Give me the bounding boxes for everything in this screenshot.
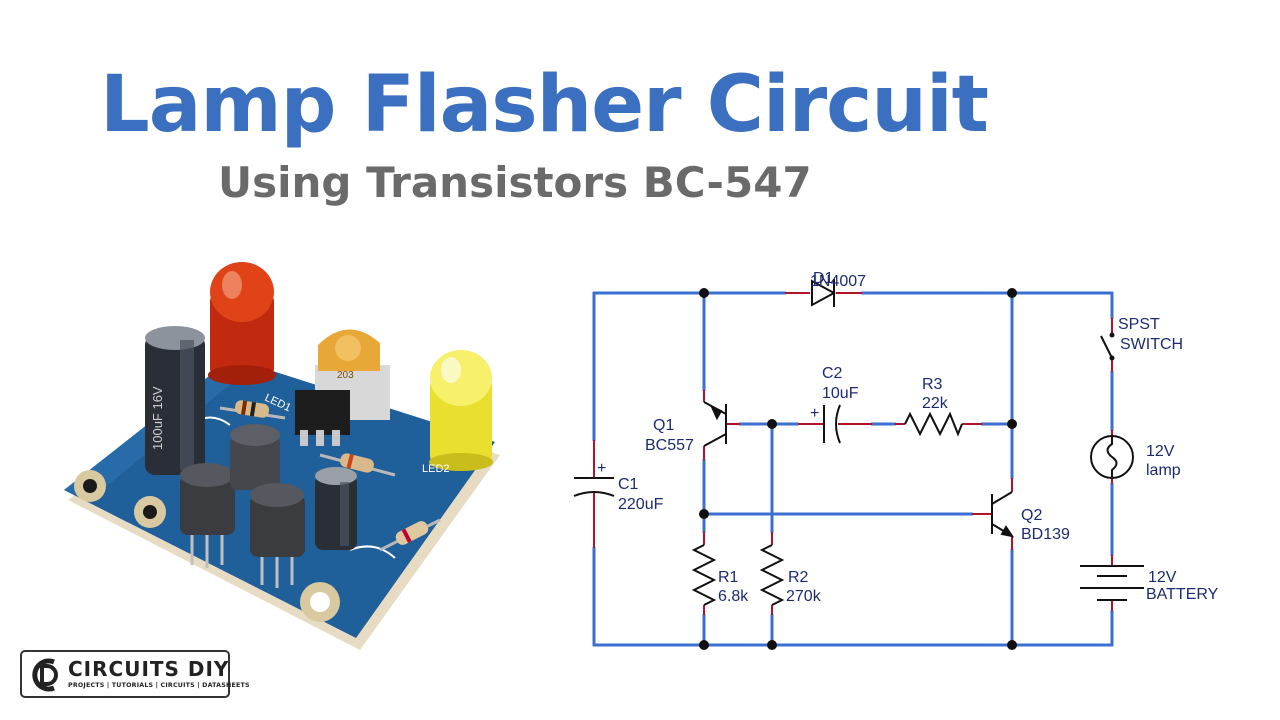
logo-name: CIRCUITS DIY	[68, 657, 230, 681]
transistor-2	[230, 424, 280, 490]
q2-value: BD139	[1021, 526, 1070, 543]
resistor-r2-symbol	[759, 544, 785, 606]
capacitor-marking: 100uF 16V	[150, 386, 165, 450]
regulator-chip	[295, 390, 350, 435]
transistor-3	[250, 483, 305, 588]
c2-value: 10uF	[822, 385, 859, 402]
page-title: Lamp Flasher Circuit	[100, 60, 989, 150]
d1-value: 1N4007	[810, 273, 866, 290]
logo-tagline: PROJECTS | TUTORIALS | CIRCUITS | DATASH…	[68, 682, 250, 689]
resistor-r1-symbol	[691, 544, 717, 606]
c1-value: 220uF	[618, 496, 664, 513]
battery-label-1: 12V	[1148, 569, 1177, 586]
schematic-wires	[592, 291, 1114, 647]
r1-value: 6.8k	[718, 588, 749, 605]
electrolytic-capacitor-small	[315, 467, 357, 550]
d1-ref: D1	[813, 270, 834, 287]
c2-polarity: +	[810, 405, 819, 422]
lamp-label-1: 12V	[1146, 443, 1175, 460]
page-subtitle: Using Transistors BC-547	[218, 158, 812, 207]
r2-value: 270k	[786, 588, 822, 605]
battery-symbol	[1080, 565, 1144, 601]
lamp-symbol	[1090, 435, 1134, 479]
transistor-q2-symbol	[991, 491, 1015, 538]
switch-label-2: SWITCH	[1120, 336, 1183, 353]
capacitor-c1-symbol	[573, 477, 615, 497]
trimmer-marking: 203	[337, 370, 354, 381]
capacitor-c2-symbol	[823, 404, 841, 444]
resistor-r3-symbol	[904, 411, 963, 437]
flasher-board-illustration: 100uF 16V LED1 203 LED2	[64, 262, 500, 650]
r3-ref: R3	[922, 376, 943, 393]
c1-ref: C1	[618, 476, 639, 493]
resistor-mid	[319, 453, 396, 477]
battery-label-2: BATTERY	[1146, 586, 1219, 603]
diode-d1-symbol	[811, 279, 837, 307]
logo-cd-icon	[32, 658, 58, 692]
c1-polarity: +	[597, 460, 606, 477]
r1-ref: R1	[718, 569, 739, 586]
resistor-top	[219, 400, 286, 420]
resistor-right	[379, 518, 441, 552]
transistor-q1-symbol	[703, 401, 727, 447]
component-leads	[593, 292, 1113, 615]
r2-ref: R2	[788, 569, 809, 586]
r3-value: 22k	[922, 395, 949, 412]
junction-dots	[699, 288, 1017, 650]
q2-ref: Q2	[1021, 507, 1042, 524]
q1-value: BC557	[645, 437, 694, 454]
switch-label-1: SPST	[1118, 316, 1160, 333]
spst-switch-symbol	[1100, 332, 1115, 361]
c2-ref: C2	[822, 365, 843, 382]
circuits-diy-logo[interactable]: CIRCUITS DIY PROJECTS | TUTORIALS | CIRC…	[20, 650, 249, 698]
q1-ref: Q1	[653, 417, 674, 434]
transistor-1	[180, 463, 235, 568]
lamp-label-2: lamp	[1146, 462, 1181, 479]
led2-silk: LED2	[422, 463, 450, 475]
